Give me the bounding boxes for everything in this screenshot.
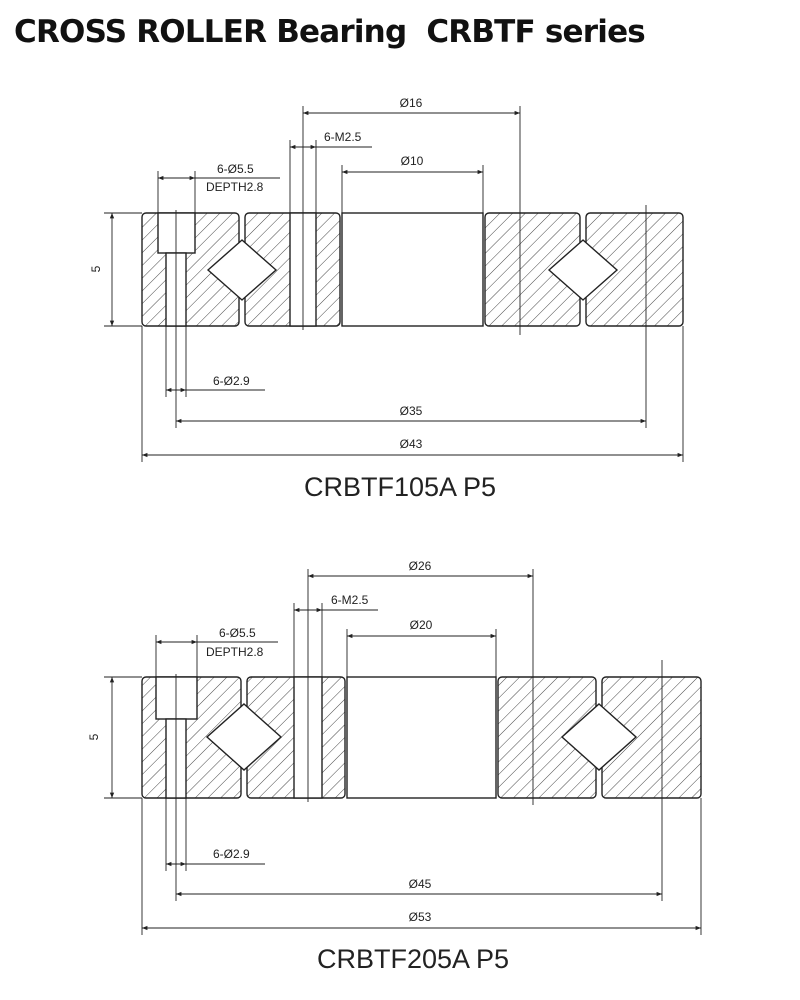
dim-pcd: Ø35 bbox=[400, 404, 423, 418]
dim-flange-diameter: Ø16 bbox=[400, 96, 423, 110]
drawing-crbtf205a: Ø26 6-M2.5 Ø20 6-Ø5.5 DEPTH2.8 5 6-Ø2.9 … bbox=[87, 559, 702, 974]
dim-outer-diameter: Ø43 bbox=[400, 437, 423, 451]
dim-height: 5 bbox=[89, 265, 103, 272]
bore-void bbox=[341, 212, 484, 327]
counterbore bbox=[155, 676, 198, 720]
bearing-section bbox=[141, 212, 684, 327]
dimension-lines bbox=[104, 569, 702, 935]
dim-tap-hole: 6-M2.5 bbox=[324, 130, 362, 144]
drawing-crbtf105a: Ø16 6-M2.5 Ø10 6-Ø5.5 DEPTH2.8 5 6-Ø2.9 … bbox=[89, 96, 684, 502]
dim-inner-diameter: Ø10 bbox=[401, 154, 424, 168]
dim-depth: DEPTH2.8 bbox=[206, 645, 264, 659]
roller-right bbox=[547, 239, 619, 301]
dim-small-hole: 6-Ø2.9 bbox=[213, 374, 250, 388]
dim-outer-diameter: Ø53 bbox=[409, 910, 432, 924]
dim-depth: DEPTH2.8 bbox=[206, 180, 264, 194]
dimension-lines bbox=[104, 106, 684, 462]
dim-height: 5 bbox=[87, 733, 101, 740]
model-caption: CRBTF205A P5 bbox=[317, 944, 509, 974]
model-caption: CRBTF105A P5 bbox=[304, 472, 496, 502]
dim-small-hole: 6-Ø2.9 bbox=[213, 847, 250, 861]
counterbore bbox=[157, 212, 196, 254]
bore-void bbox=[346, 676, 497, 799]
dim-flange-diameter: Ø26 bbox=[409, 559, 432, 573]
page-title: CROSS ROLLER Bearing CRBTF series bbox=[14, 14, 646, 50]
roller-left bbox=[205, 703, 283, 771]
dim-mount-hole: 6-Ø5.5 bbox=[217, 162, 254, 176]
bearing-section bbox=[141, 676, 702, 799]
dim-mount-hole: 6-Ø5.5 bbox=[219, 626, 256, 640]
roller-left bbox=[206, 239, 278, 301]
dim-inner-diameter: Ø20 bbox=[410, 618, 433, 632]
dim-pcd: Ø45 bbox=[409, 877, 432, 891]
roller-right bbox=[560, 703, 638, 771]
dim-tap-hole: 6-M2.5 bbox=[331, 593, 369, 607]
